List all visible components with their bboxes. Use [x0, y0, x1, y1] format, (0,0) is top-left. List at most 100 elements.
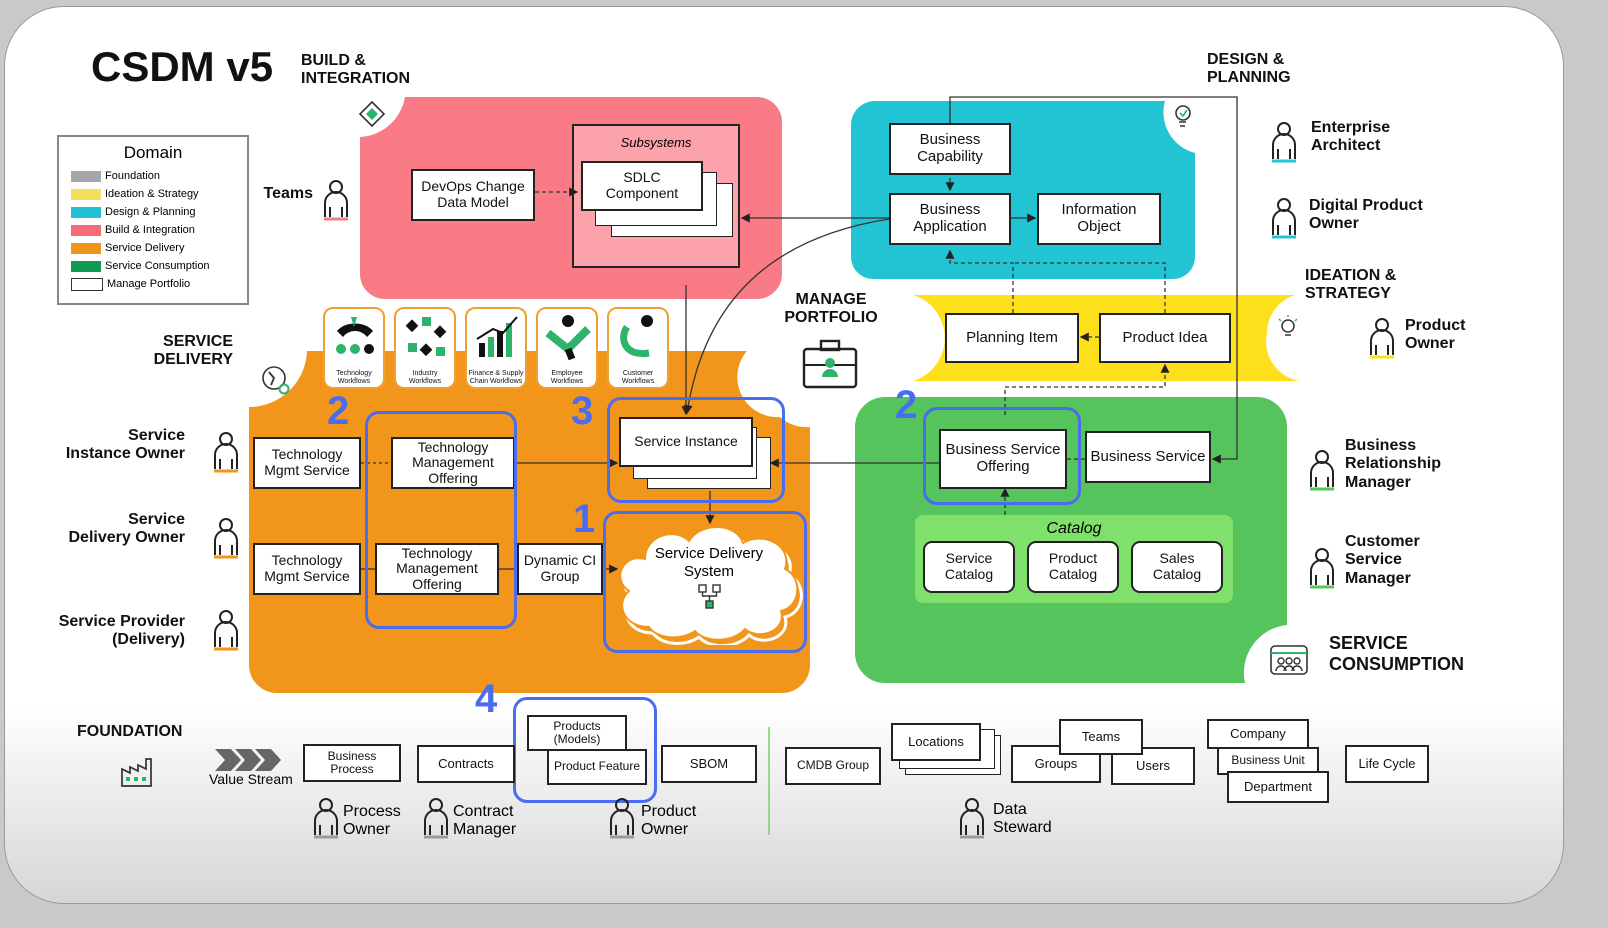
product-idea-box[interactable]: Product Idea	[1099, 313, 1231, 363]
customer-workflows-label: Customer Workflows	[621, 370, 655, 385]
product-catalog-box[interactable]: Product Catalog	[1027, 541, 1119, 593]
person-icon	[324, 180, 348, 221]
sbom-box[interactable]: SBOM	[661, 745, 757, 783]
finance-workflows-icon	[476, 316, 518, 357]
legend-item: Service Consumption	[71, 257, 235, 275]
legend-item: Manage Portfolio	[71, 275, 235, 293]
contracts-box[interactable]: Contracts	[417, 745, 515, 783]
legend-swatch	[71, 260, 101, 272]
legend-item: Foundation	[71, 167, 235, 185]
business-service-box[interactable]: Business Service	[1085, 431, 1211, 483]
legend-swatch	[71, 170, 101, 182]
teams-box[interactable]: Teams	[1059, 719, 1143, 755]
domain-label-design: DESIGN & PLANNING	[1207, 51, 1291, 87]
legend-label: Build & Integration	[105, 224, 195, 236]
department-box[interactable]: Department	[1227, 771, 1329, 803]
business-service-offering-box[interactable]: Business Service Offering	[939, 429, 1067, 489]
person-icon	[214, 518, 238, 559]
legend-item: Service Delivery	[71, 239, 235, 257]
locations-box[interactable]: Locations	[891, 723, 981, 761]
legend-label: Manage Portfolio	[107, 278, 191, 290]
business-capability-box[interactable]: Business Capability	[889, 123, 1011, 175]
employee-workflows-label: Employee Workflows	[550, 370, 584, 385]
legend-label: Foundation	[105, 170, 161, 182]
legend-swatch	[71, 206, 101, 218]
marker-3: 3	[571, 389, 594, 433]
domain-label-delivery: SERVICE DELIVERY	[153, 333, 233, 369]
wrench-gear-icon	[262, 366, 290, 395]
person-icon	[1272, 198, 1296, 239]
role-contract-manager-label: Contract Manager	[453, 803, 517, 838]
sales-catalog-box[interactable]: Sales Catalog	[1131, 541, 1223, 593]
employee-workflows-icon	[545, 315, 591, 361]
technology-management-offering-box-1[interactable]: Technology Management Offering	[391, 437, 515, 489]
highlight-service-instance	[607, 397, 785, 503]
dynamic-ci-group-box[interactable]: Dynamic CI Group	[517, 543, 603, 595]
lightbulb-small-icon	[1278, 315, 1298, 336]
technology-workflows-icon	[336, 317, 374, 354]
cmdb-group-box[interactable]: CMDB Group	[785, 747, 881, 785]
integration-icon	[358, 100, 386, 128]
legend-swatch	[71, 277, 103, 291]
customer-workflows-icon	[620, 315, 653, 358]
technology-mgmt-service-box-1[interactable]: Technology Mgmt Service	[253, 437, 361, 489]
role-service-provider-label: Service Provider (Delivery)	[58, 613, 185, 649]
marker-4: 4	[475, 677, 498, 721]
person-icon	[424, 798, 448, 839]
person-icon	[1370, 318, 1394, 359]
marker-1: 1	[573, 497, 596, 541]
service-delivery-system-cloud[interactable]	[609, 515, 805, 645]
employee-workflows-tile[interactable]: Employee Workflows	[536, 307, 598, 389]
highlight-tech-offering	[365, 411, 517, 629]
devops-change-data-model-box[interactable]: DevOps Change Data Model	[411, 169, 535, 221]
role-product-owner-foundation-label: Product Owner	[641, 803, 697, 838]
role-data-steward-label: Data Steward	[993, 801, 1052, 836]
person-icon	[1310, 450, 1334, 491]
domain-label-build: BUILD & INTEGRATION	[301, 52, 411, 88]
value-stream-chevrons-icon	[215, 749, 281, 771]
life-cycle-box[interactable]: Life Cycle	[1345, 745, 1429, 783]
sdlc-component-box[interactable]: SDLC Component	[581, 161, 703, 211]
information-object-box[interactable]: Information Object	[1037, 193, 1161, 245]
factory-icon	[121, 758, 152, 787]
domain-label-portfolio: MANAGE PORTFOLIO	[784, 291, 878, 327]
industry-workflows-tile[interactable]: Industry Workflows	[394, 307, 456, 389]
company-box[interactable]: Company	[1207, 719, 1309, 749]
person-icon	[214, 610, 238, 651]
briefcase-icon	[802, 339, 858, 389]
customer-workflows-tile[interactable]: Customer Workflows	[607, 307, 669, 389]
finance-workflows-label: Finance & Supply Chain Workflows	[468, 370, 524, 385]
role-process-owner-label: Process Owner	[343, 803, 401, 838]
person-icon	[1272, 122, 1296, 163]
person-icon	[610, 798, 634, 839]
page-title: CSDM v5	[91, 43, 274, 90]
planning-item-box[interactable]: Planning Item	[945, 313, 1079, 363]
highlight-service-delivery-system	[603, 511, 807, 653]
legend-item: Build & Integration	[71, 221, 235, 239]
business-application-box[interactable]: Business Application	[889, 193, 1011, 245]
service-instance-box[interactable]: Service Instance	[619, 417, 753, 467]
person-icon	[314, 798, 338, 839]
legend-label: Ideation & Strategy	[105, 188, 199, 200]
role-teams-label: Teams	[263, 185, 313, 202]
business-unit-box[interactable]: Business Unit	[1217, 747, 1319, 775]
legend-swatch	[71, 188, 101, 200]
business-process-box[interactable]: Business Process	[303, 744, 401, 782]
legend-item: Ideation & Strategy	[71, 185, 235, 203]
legend-item: Design & Planning	[71, 203, 235, 221]
finance-supply-chain-workflows-tile[interactable]: Finance & Supply Chain Workflows	[465, 307, 527, 389]
technology-workflows-tile[interactable]: Technology Workflows	[323, 307, 385, 389]
role-service-instance-owner-label: Service Instance Owner	[65, 427, 185, 463]
products-models-box[interactable]: Products (Models)	[527, 715, 627, 751]
technology-management-offering-box-2[interactable]: Technology Management Offering	[375, 543, 499, 595]
value-stream-label: Value Stream	[209, 771, 293, 787]
highlight-business-service-offering	[923, 407, 1081, 505]
technology-mgmt-service-box-2[interactable]: Technology Mgmt Service	[253, 543, 361, 595]
product-feature-box[interactable]: Product Feature	[547, 749, 647, 785]
lightbulb-icon	[1175, 105, 1191, 127]
domain-label-foundation: FOUNDATION	[77, 723, 183, 740]
service-catalog-box[interactable]: Service Catalog	[923, 541, 1015, 593]
subsystems-label: Subsystems	[620, 135, 692, 150]
